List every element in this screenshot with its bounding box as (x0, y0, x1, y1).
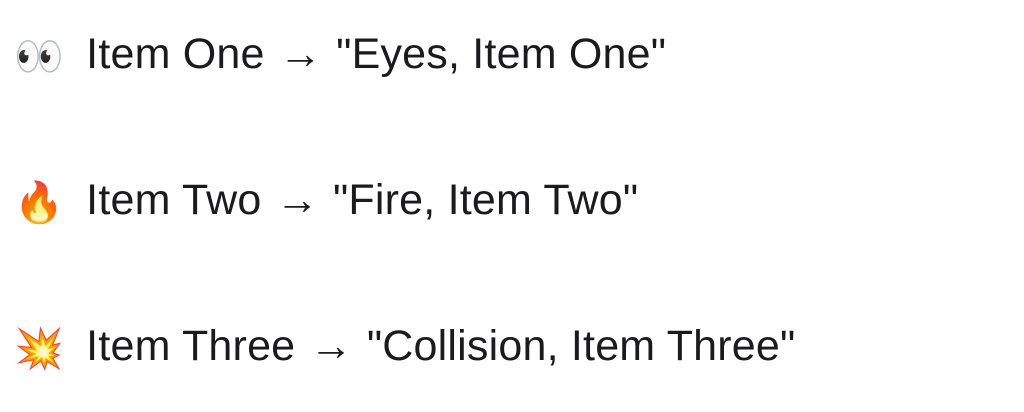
item-label: Item One (86, 30, 265, 78)
list-item: 🔥 Item Two → "Fire, Item Two" (14, 176, 638, 226)
item-label: Item Two (86, 176, 262, 224)
arrow-icon: → (309, 322, 353, 370)
list-item: 💥 Item Three → "Collision, Item Three" (14, 322, 796, 372)
item-label: Item Three (86, 322, 296, 370)
item-result: "Fire, Item Two" (332, 176, 639, 224)
list-item: 👀 Item One → "Eyes, Item One" (14, 30, 666, 80)
eyes-icon: 👀 (14, 35, 65, 79)
arrow-icon: → (275, 176, 319, 224)
arrow-icon: → (278, 30, 322, 78)
collision-icon: 💥 (14, 327, 65, 371)
fire-icon: 🔥 (14, 181, 65, 225)
item-result: "Collision, Item Three" (366, 322, 796, 370)
item-result: "Eyes, Item One" (336, 30, 667, 78)
